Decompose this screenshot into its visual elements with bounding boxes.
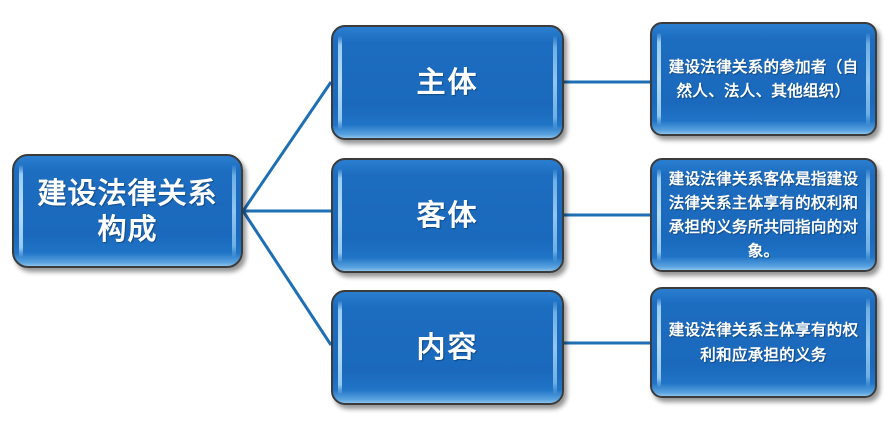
node-root-label: 建设法律关系构成	[37, 175, 218, 246]
connector-root-to-category-2	[241, 210, 333, 346]
node-category-object[interactable]: 客体	[331, 158, 564, 273]
node-detail-subject[interactable]: 建设法律关系的参加者（自然人、法人、其他组织）	[650, 22, 877, 136]
node-category-subject-label: 主体	[416, 65, 479, 100]
connector-root-to-category-0	[241, 81, 333, 212]
node-detail-object[interactable]: 建设法律关系客体是指建设法律关系主体享有的权利和承担的义务所共同指向的对象。	[650, 158, 877, 272]
node-category-object-label: 客体	[416, 198, 479, 233]
node-category-subject[interactable]: 主体	[331, 25, 564, 140]
node-root[interactable]: 建设法律关系构成	[12, 154, 243, 268]
node-detail-content[interactable]: 建设法律关系主体享有的权利和应承担的义务	[650, 287, 877, 398]
node-detail-subject-label: 建设法律关系的参加者（自然人、法人、其他组织）	[668, 57, 859, 100]
node-detail-content-label: 建设法律关系主体享有的权利和应承担的义务	[668, 321, 859, 364]
node-category-content[interactable]: 内容	[331, 290, 564, 405]
node-detail-object-label: 建设法律关系客体是指建设法律关系主体享有的权利和承担的义务所共同指向的对象。	[668, 169, 859, 261]
node-category-content-label: 内容	[416, 330, 479, 365]
